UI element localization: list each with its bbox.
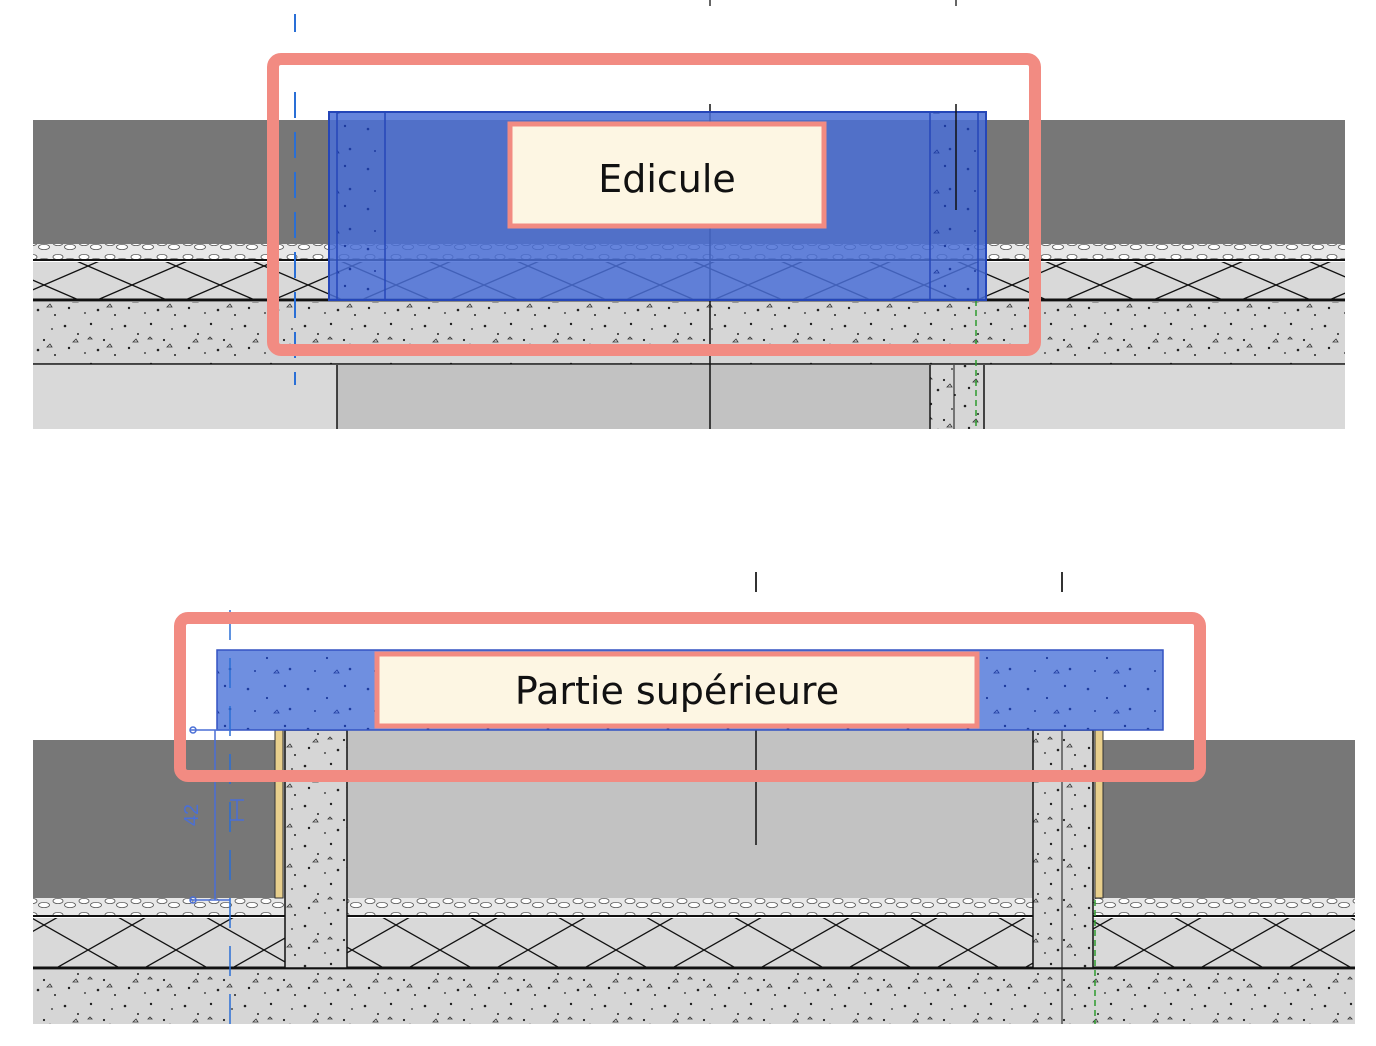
top-part-label-text: Partie supérieure bbox=[515, 669, 839, 713]
gravel-layer-lower bbox=[33, 898, 1355, 916]
dimension-value: 42 bbox=[181, 804, 203, 826]
top-part-label: Partie supérieure bbox=[374, 651, 980, 729]
edicule-label-text: Edicule bbox=[598, 157, 736, 201]
bottom-section-panel: 42 Partie supérieure bbox=[33, 572, 1355, 1024]
edicule-highlight-frame bbox=[267, 53, 1041, 356]
edicule-label: Edicule bbox=[507, 121, 827, 229]
insulation-layer-lower bbox=[33, 918, 1355, 968]
top-part-highlight-frame bbox=[174, 612, 1206, 782]
concrete-slab-lower bbox=[33, 970, 1355, 1024]
top-section-panel: Edicule bbox=[33, 0, 1345, 429]
height-dimension: 42 bbox=[181, 726, 244, 904]
